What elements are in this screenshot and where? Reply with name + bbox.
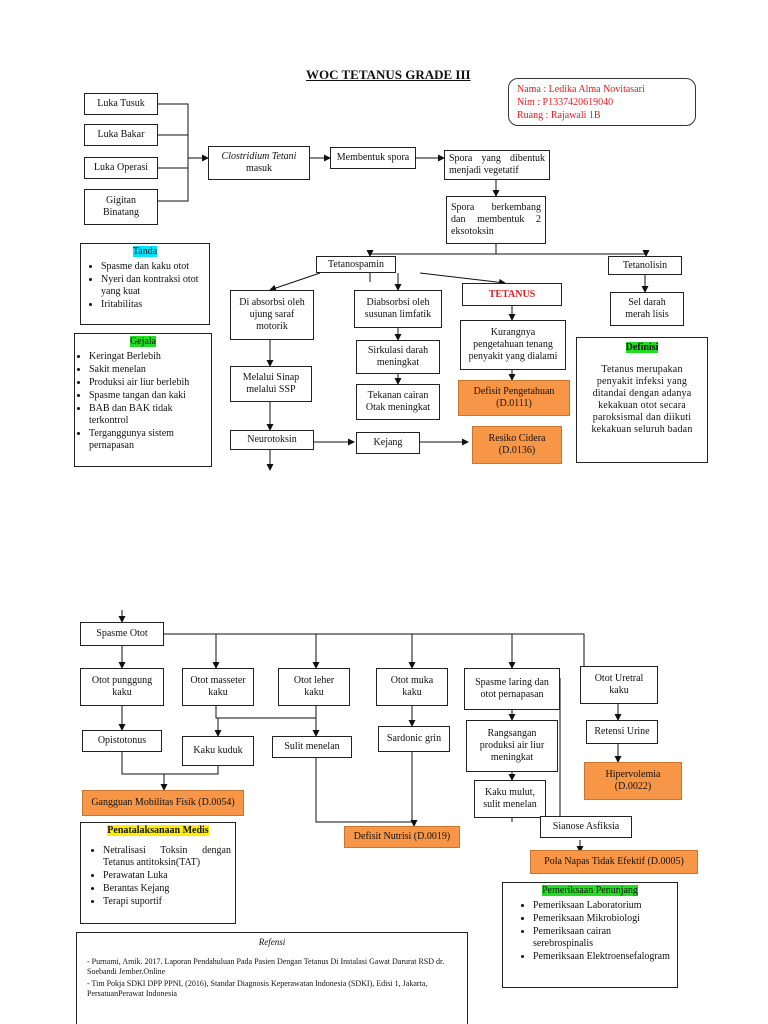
gejala-list: Keringat Berlebih Sakit menelan Produksi… [79, 351, 207, 452]
definisi-header: Definisi [625, 342, 659, 353]
node-clostridium: Clostridium Tetani masuk [208, 146, 310, 180]
penatalaksanaan-item: Berantas Kejang [103, 883, 231, 895]
node-gigitan-binatang: Gigitan Binatang [84, 189, 158, 225]
node-defisit-nutrisi: Defisit Nutrisi (D.0019) [344, 826, 460, 848]
node-gangguan-mobilitas: Gangguan Mobilitas Fisik (D.0054) [82, 790, 244, 816]
gejala-item: BAB dan BAK tidak terkontrol [89, 403, 207, 427]
node-tekanan-cairan: Tekanan cairan Otak meningkat [356, 384, 440, 420]
node-absorbsi-saraf: Di absorbsi oleh ujung saraf motorik [230, 290, 314, 340]
node-kurangnya-pengetahuan: Kurangnya pengetahuan tenang penyakit ya… [460, 320, 566, 370]
node-spasme-otot: Spasme Otot [80, 622, 164, 646]
node-hipervolemia: Hipervolemia (D.0022) [584, 762, 682, 800]
gejala-item: Terganggunya sistem pernapasan [89, 428, 207, 452]
clostridium-name: Clostridium Tetani [221, 151, 297, 162]
pemeriksaan-item: Pemeriksaan Mikrobiologi [533, 913, 673, 925]
tanda-list: Spasme dan kaku otot Nyeri dan kontraksi… [85, 261, 205, 311]
referensi-header: Refensi [258, 937, 286, 947]
identity-nama: Nama : Ledika Alma Novitasari [517, 84, 645, 95]
node-spora-vegetatif: Spora yang dibentuk menjadi vegetatif [444, 150, 550, 180]
node-luka-bakar: Luka Bakar [84, 124, 158, 146]
penatalaksanaan-item: Perawatan Luka [103, 870, 231, 882]
penatalaksanaan-header: Penatalaksanaan Medis [107, 825, 209, 836]
panel-referensi: Refensi - Purnami, Amik. 2017. Laporan P… [76, 932, 468, 1024]
panel-definisi: Definisi Tetanus merupakan penyakit infe… [576, 337, 708, 463]
node-resiko-cidera: Resiko Cidera (D.0136) [472, 426, 562, 464]
node-sulit-menelan: Sulit menelan [272, 736, 352, 758]
node-otot-punggung: Otot punggung kaku [80, 668, 164, 706]
node-spora-berkembang: Spora berkembang dan membentuk 2 eksotok… [446, 196, 546, 244]
panel-gejala: Gejala Keringat Berlebih Sakit menelan P… [74, 333, 212, 467]
node-tetanolisin: Tetanolisin [608, 256, 682, 275]
gejala-item: Sakit menelan [89, 364, 207, 376]
node-retensi-urine: Retensi Urine [586, 720, 658, 744]
page-title: WOC TETANUS GRADE III [306, 67, 471, 82]
node-otot-muka: Otot muka kaku [376, 668, 448, 706]
node-tetanospamin: Tetanospamin [316, 256, 396, 273]
identity-ruang: Ruang : Rajawali 1B [517, 110, 601, 121]
referensi-item: - Tim Pokja SDKI DPP PPNI, (2016), Stand… [87, 979, 428, 998]
node-luka-tusuk: Luka Tusuk [84, 93, 158, 115]
definisi-text: Tetanus merupakan penyakit infeksi yang … [591, 364, 693, 435]
node-rangsangan-air-liur: Rangsangan produksi air liur meningkat [466, 720, 558, 772]
node-absorbsi-limfatik: Diabsorbsi oleh susunan limfatik [354, 290, 442, 328]
node-kaku-kuduk: Kaku kuduk [182, 736, 254, 766]
node-opistotonus: Opistotonus [82, 730, 162, 752]
penatalaksanaan-item: Netralisasi Toksin dengan Tetanus antito… [103, 845, 231, 869]
tanda-item: Iritabilitas [101, 299, 205, 311]
pemeriksaan-list: Pemeriksaan Laboratorium Pemeriksaan Mik… [507, 900, 673, 963]
node-membentuk-spora: Membentuk spora [330, 147, 416, 169]
node-sel-darah-lisis: Sel darah merah lisis [610, 292, 684, 326]
node-tetanus: TETANUS [462, 283, 562, 306]
gejala-item: Keringat Berlebih [89, 351, 207, 363]
clostridium-masuk: masuk [245, 163, 273, 174]
identity-card: Nama : Ledika Alma Novitasari Nim : P133… [508, 78, 696, 126]
node-kaku-mulut: Kaku mulut, sulit menelan [474, 780, 546, 818]
node-sianose-asfiksia: Sianose Asfiksia [540, 816, 632, 838]
node-kejang: Kejang [356, 432, 420, 454]
tanda-header: Tanda [132, 246, 158, 257]
identity-nim: Nim : P1337420619040 [517, 97, 614, 108]
node-melalui-sinap: Melalui Sinap melalui SSP [230, 366, 312, 402]
panel-penatalaksanaan: Penatalaksanaan Medis Netralisasi Toksin… [80, 822, 236, 924]
referensi-item: - Purnami, Amik. 2017. Laporan Pendahulu… [87, 957, 445, 976]
gejala-item: Spasme tangan dan kaki [89, 390, 207, 402]
node-sardonic-grin: Sardonic grin [378, 726, 450, 752]
pemeriksaan-item: Pemeriksaan Elektroensefalogram [533, 951, 673, 963]
pemeriksaan-item: Pemeriksaan cairan serebrospinalis [533, 926, 673, 950]
penatalaksanaan-item: Terapi suportif [103, 896, 231, 908]
pemeriksaan-item: Pemeriksaan Laboratorium [533, 900, 673, 912]
node-defisit-pengetahuan: Defisit Pengetahuan (D.0111) [458, 380, 570, 416]
node-otot-uretral: Otot Uretral kaku [580, 666, 658, 704]
tanda-item: Nyeri dan kontraksi otot yang kuat [101, 274, 205, 298]
node-spasme-laring: Spasme laring dan otot pernapasan [464, 668, 560, 710]
node-neurotoksin: Neurotoksin [230, 430, 314, 450]
penatalaksanaan-list: Netralisasi Toksin dengan Tetanus antito… [85, 845, 231, 908]
gejala-header: Gejala [129, 336, 157, 347]
node-sirkulasi-darah: Sirkulasi darah meningkat [356, 340, 440, 374]
panel-tanda: Tanda Spasme dan kaku otot Nyeri dan kon… [80, 243, 210, 325]
node-otot-leher: Otot leher kaku [278, 668, 350, 706]
node-pola-napas: Pola Napas Tidak Efektif (D.0005) [530, 850, 698, 874]
node-luka-operasi: Luka Operasi [84, 157, 158, 179]
panel-pemeriksaan: Pemeriksaan Penunjang Pemeriksaan Labora… [502, 882, 678, 988]
pemeriksaan-header: Pemeriksaan Penunjang [542, 885, 638, 896]
tanda-item: Spasme dan kaku otot [101, 261, 205, 273]
gejala-item: Produksi air liur berlebih [89, 377, 207, 389]
node-otot-masseter: Otot masseter kaku [182, 668, 254, 706]
